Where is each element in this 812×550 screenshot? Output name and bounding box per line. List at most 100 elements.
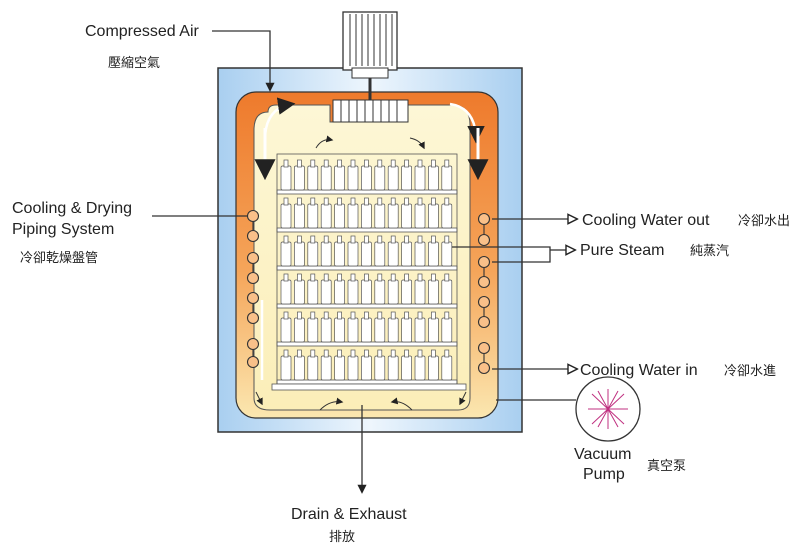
bottle bbox=[414, 311, 426, 343]
bottle bbox=[441, 349, 453, 381]
cooling-drying-zh-label: 冷卻乾燥盤管 bbox=[20, 251, 99, 266]
bottle bbox=[361, 159, 372, 191]
pure-steam-zh-label: 純蒸汽 bbox=[690, 244, 730, 259]
bottle bbox=[280, 273, 292, 305]
bottle bbox=[401, 197, 412, 229]
bottle bbox=[320, 197, 332, 229]
shelf bbox=[276, 379, 458, 385]
shelf bbox=[276, 189, 458, 195]
drain-tray bbox=[271, 383, 467, 391]
left-cooling-coil bbox=[246, 209, 260, 369]
piping-system-label: Piping System bbox=[12, 221, 115, 238]
bottle bbox=[334, 197, 345, 229]
inner-flow-arrows bbox=[255, 135, 467, 411]
bottle bbox=[347, 159, 359, 191]
bottle bbox=[387, 235, 399, 267]
bottle bbox=[401, 159, 412, 191]
bottle bbox=[361, 235, 372, 267]
coil-ring bbox=[477, 315, 491, 329]
bottle bbox=[374, 235, 386, 267]
bottle bbox=[414, 235, 426, 267]
bottle bbox=[320, 273, 332, 305]
circulation-fan bbox=[332, 99, 409, 123]
compressed-air-line bbox=[212, 30, 275, 92]
compressed-air-zh-label: 壓縮空氣 bbox=[108, 56, 161, 71]
bottle bbox=[307, 311, 319, 343]
bottle bbox=[387, 159, 399, 191]
bottle bbox=[401, 235, 412, 267]
bottle bbox=[320, 311, 332, 343]
bottle bbox=[334, 159, 345, 191]
bottle bbox=[428, 311, 439, 343]
bottle bbox=[414, 197, 426, 229]
bottle bbox=[361, 311, 372, 343]
cooling-water-out-label: Cooling Water out bbox=[582, 212, 710, 229]
bottle bbox=[307, 235, 319, 267]
bottle bbox=[347, 235, 359, 267]
bottle bbox=[294, 235, 305, 267]
coil-ring bbox=[246, 337, 260, 351]
motor bbox=[342, 11, 398, 100]
bottle bbox=[374, 311, 386, 343]
bottle bbox=[441, 273, 453, 305]
shelf bbox=[276, 341, 458, 347]
bottle bbox=[387, 311, 399, 343]
bottle bbox=[280, 311, 292, 343]
pump-label: Pump bbox=[583, 466, 625, 483]
bottle bbox=[387, 197, 399, 229]
shelf bbox=[276, 227, 458, 233]
bottle bbox=[428, 349, 439, 381]
bottle bbox=[307, 159, 319, 191]
coil-ring bbox=[477, 233, 491, 247]
coil-ring bbox=[246, 311, 260, 325]
bottle bbox=[280, 159, 292, 191]
bottle bbox=[334, 273, 345, 305]
coil-ring bbox=[246, 355, 260, 369]
vacuum-label: Vacuum bbox=[574, 446, 632, 463]
coil-ring bbox=[477, 275, 491, 289]
bottle bbox=[441, 235, 453, 267]
bottle bbox=[294, 273, 305, 305]
bottle bbox=[441, 197, 453, 229]
bottle bbox=[428, 273, 439, 305]
coil-ring bbox=[246, 209, 260, 223]
bottle bbox=[401, 273, 412, 305]
shelf bbox=[276, 265, 458, 271]
coil-ring bbox=[246, 291, 260, 305]
bottle bbox=[347, 197, 359, 229]
bottle bbox=[294, 349, 305, 381]
bottle bbox=[361, 349, 372, 381]
bottle bbox=[347, 349, 359, 381]
pure-steam-line bbox=[452, 246, 551, 263]
bottle-rack bbox=[276, 153, 458, 387]
shelf bbox=[276, 303, 458, 309]
compressed-air-label: Compressed Air bbox=[85, 23, 199, 40]
bottle bbox=[361, 197, 372, 229]
drain-exhaust-label: Drain & Exhaust bbox=[291, 506, 407, 523]
bottle bbox=[387, 273, 399, 305]
coil-ring bbox=[477, 341, 491, 355]
coil-ring bbox=[246, 251, 260, 265]
coil-ring bbox=[246, 229, 260, 243]
coil-ring bbox=[477, 361, 491, 375]
bottle bbox=[334, 235, 345, 267]
cooling-water-in-label: Cooling Water in bbox=[580, 362, 698, 379]
bottle bbox=[347, 273, 359, 305]
cooling-water-out-zh-label: 冷卻水出 bbox=[738, 214, 791, 229]
bottle bbox=[361, 273, 372, 305]
coil-ring bbox=[246, 271, 260, 285]
bottle bbox=[347, 311, 359, 343]
bottle bbox=[280, 197, 292, 229]
bottle bbox=[428, 197, 439, 229]
drain-exhaust-zh-label: 排放 bbox=[329, 530, 356, 545]
bottle bbox=[387, 349, 399, 381]
bottle bbox=[414, 273, 426, 305]
bottle bbox=[280, 235, 292, 267]
bottle bbox=[294, 159, 305, 191]
bottle bbox=[307, 273, 319, 305]
bottle bbox=[374, 273, 386, 305]
bottle bbox=[374, 159, 386, 191]
bottle bbox=[307, 349, 319, 381]
